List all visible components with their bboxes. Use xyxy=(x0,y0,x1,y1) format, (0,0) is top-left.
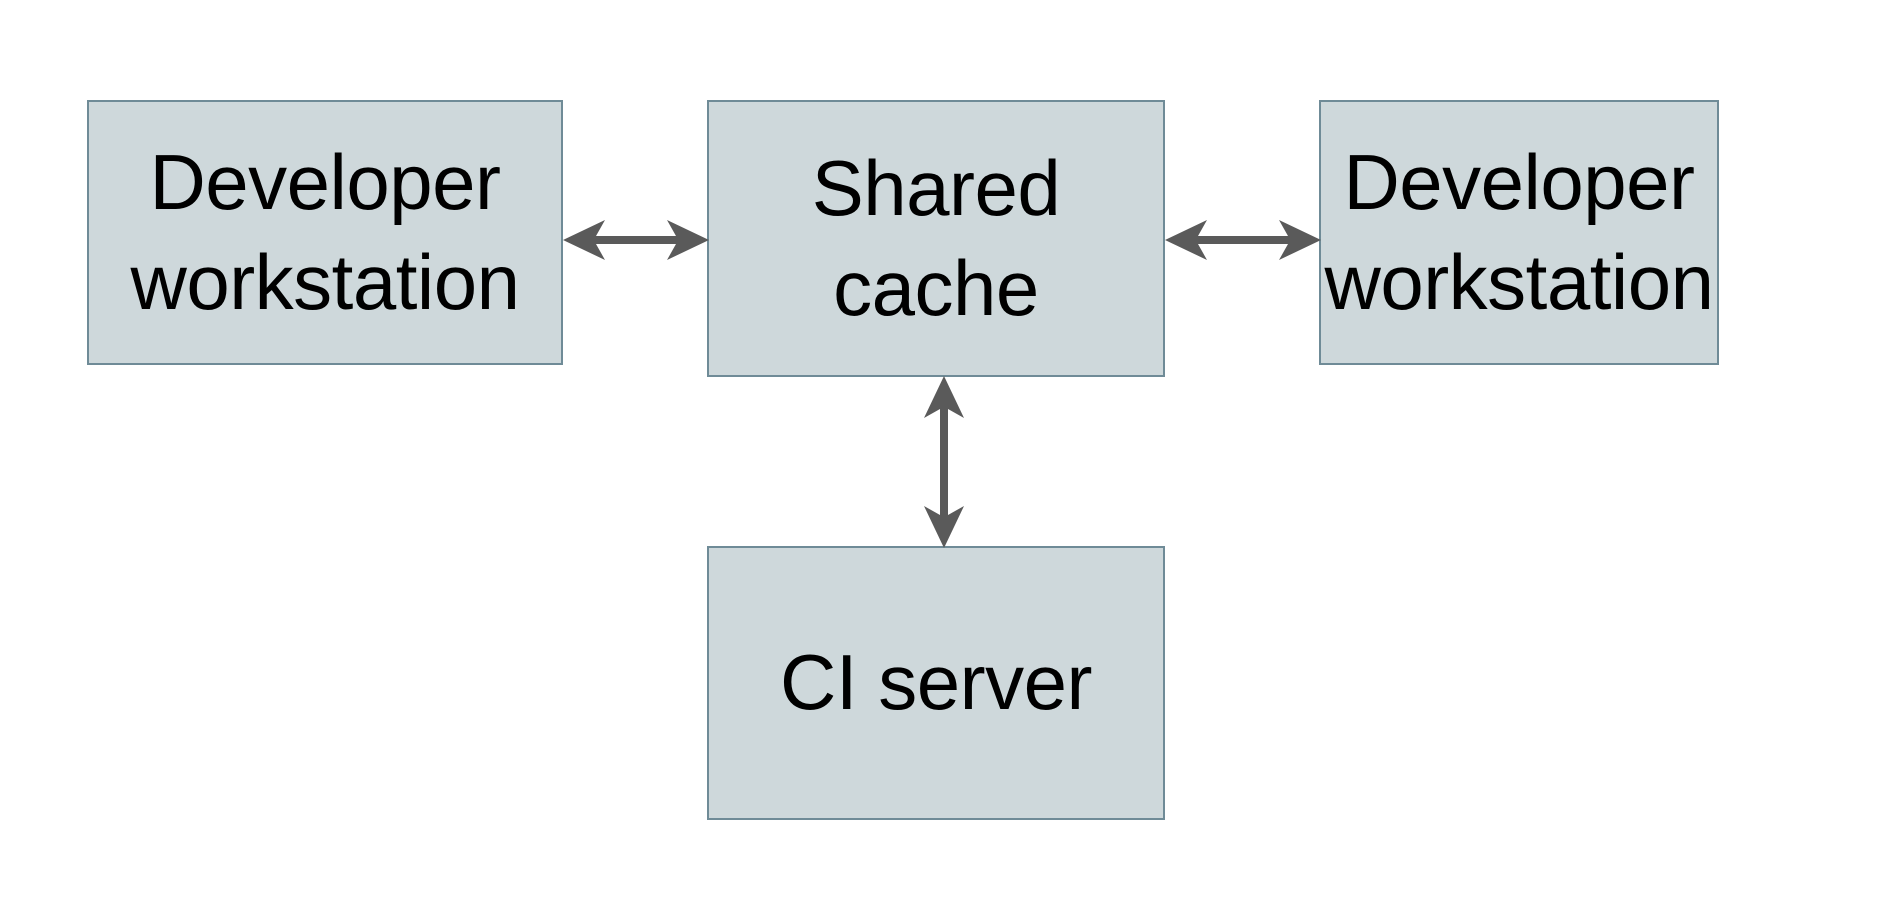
node-dev-workstation-right[interactable]: Developer workstation xyxy=(1319,100,1719,365)
node-dev-workstation-left[interactable]: Developer workstation xyxy=(87,100,563,365)
node-shared-cache[interactable]: Shared cache xyxy=(707,100,1165,377)
connector-shared-cache-to-dev-right xyxy=(1165,220,1321,260)
node-label-shared-cache: Shared cache xyxy=(811,143,1061,332)
node-label-ci-server: CI server xyxy=(780,638,1092,727)
node-label-dev-workstation-right: Developer workstation xyxy=(1324,137,1715,326)
node-ci-server[interactable]: CI server xyxy=(707,546,1165,820)
double-arrow-icon xyxy=(924,376,964,548)
connector-shared-cache-to-ci-server xyxy=(924,376,964,548)
node-label-dev-workstation-left: Developer workstation xyxy=(130,137,521,326)
double-arrow-icon xyxy=(563,220,709,260)
double-arrow-icon xyxy=(1165,220,1321,260)
connector-dev-left-to-shared-cache xyxy=(563,220,709,260)
